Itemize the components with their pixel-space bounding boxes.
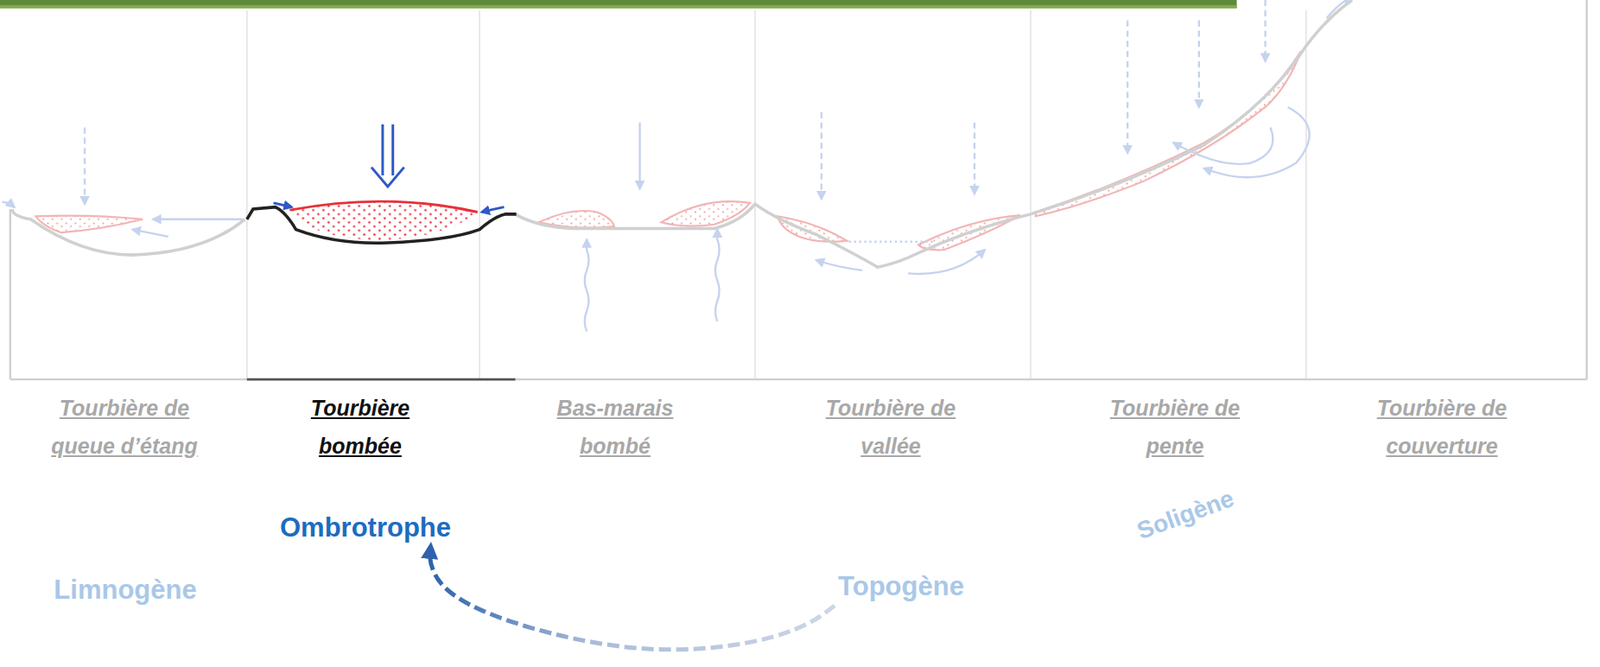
class-name: Topogène (838, 571, 965, 603)
ground-line (514, 0, 1353, 267)
photo-strip (0, 0, 1238, 8)
peatland-type-label: Tourbière bombée (278, 388, 443, 465)
succession-arrow (430, 548, 835, 650)
trophic-class: Topogène (838, 571, 965, 603)
panel-frame (247, 10, 1307, 380)
trophic-class: Ombrotrophe (279, 512, 451, 544)
peatland-type-label: Tourbière de couverture (1359, 388, 1524, 465)
peatland-type-label: Bas-marais bombé (533, 388, 698, 465)
trophic-class: Soligène (1133, 484, 1239, 546)
trophic-class: Limnogène (53, 574, 197, 606)
raised-bog-profile (247, 124, 517, 243)
peatland-type-label: Tourbière de vallée (808, 388, 973, 465)
class-name: Ombrotrophe (279, 512, 451, 544)
class-name: Limnogène (53, 574, 197, 606)
peatland-type-label: Tourbière de queue d’étang (42, 388, 207, 465)
peat-layer (35, 50, 1302, 250)
peatland-type-label: Tourbière de pente (1092, 388, 1258, 465)
class-name: Soligène (1133, 484, 1239, 546)
water-arrow (1, 0, 1353, 332)
